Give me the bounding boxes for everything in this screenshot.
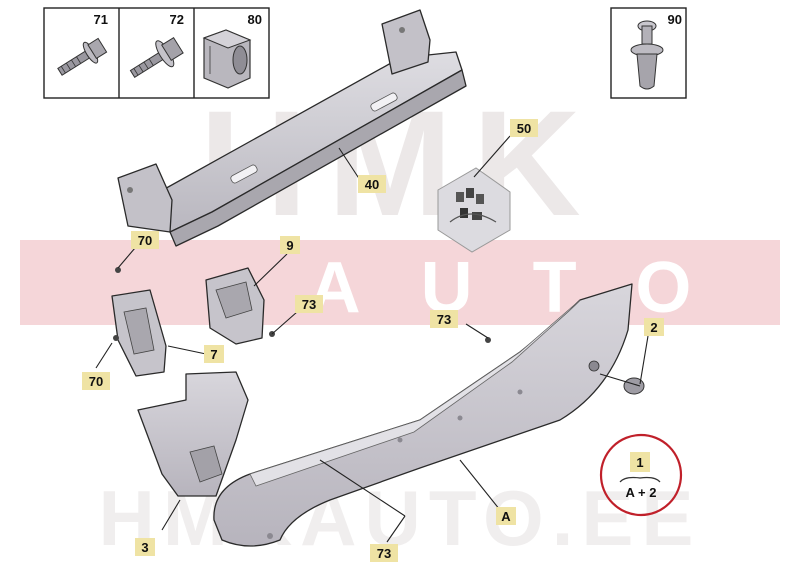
assembly-highlight[interactable]: 1 A + 2 xyxy=(599,433,683,517)
bumper-plug[interactable] xyxy=(623,377,645,395)
callout-a[interactable]: A xyxy=(496,507,516,525)
leader-lines xyxy=(95,135,649,543)
callout-40-text: 40 xyxy=(365,177,379,192)
bolt-icon xyxy=(57,37,108,76)
callout-70-top-text: 70 xyxy=(138,233,152,248)
callout-73-bottom[interactable]: 73 xyxy=(370,544,398,562)
callout-73-bracket[interactable]: 73 xyxy=(295,295,323,313)
callout-labels: 40 50 70 9 73 73 7 70 xyxy=(82,119,664,562)
callout-70-bottom[interactable]: 70 xyxy=(82,372,110,390)
callout-7-text: 7 xyxy=(210,347,217,362)
callout-3[interactable]: 3 xyxy=(135,538,155,556)
highlight-circle xyxy=(599,433,683,517)
fastener-panel: 71 72 xyxy=(43,7,687,99)
cage-nut-icon xyxy=(202,29,252,89)
callout-3-text: 3 xyxy=(141,540,148,555)
push-clip-icon xyxy=(630,20,664,90)
washer-bolt-icon xyxy=(129,36,184,78)
crossmember-beam[interactable] xyxy=(117,9,467,247)
connector-icon xyxy=(449,188,497,223)
highlight-formula: A + 2 xyxy=(626,485,657,500)
callout-9-text: 9 xyxy=(286,238,293,253)
callout-7[interactable]: 7 xyxy=(204,345,224,363)
callout-40[interactable]: 40 xyxy=(358,175,386,193)
callout-73-bracket-text: 73 xyxy=(302,297,316,312)
callout-9[interactable]: 9 xyxy=(280,236,300,254)
callout-70-bottom-text: 70 xyxy=(89,374,103,389)
fastener-frame-90 xyxy=(610,7,687,99)
callout-73-bottom-text: 73 xyxy=(377,546,391,561)
highlight-number: 1 xyxy=(636,455,643,470)
fastener-frame xyxy=(43,7,270,99)
rivet-icon xyxy=(113,335,119,341)
rivet-icon xyxy=(485,337,491,343)
callout-a-text: A xyxy=(501,509,511,524)
label-90: 90 xyxy=(668,12,682,27)
bolt-71[interactable]: 71 xyxy=(54,12,109,82)
callout-50-text: 50 xyxy=(517,121,531,136)
watermark-auto: AUTO xyxy=(309,248,752,328)
label-71: 71 xyxy=(94,12,108,27)
highlight-number-box xyxy=(630,452,650,472)
rear-bumper[interactable] xyxy=(213,283,633,547)
callout-2[interactable]: 2 xyxy=(644,318,664,336)
label-80: 80 xyxy=(248,12,262,27)
callout-50[interactable]: 50 xyxy=(510,119,538,137)
side-cover[interactable] xyxy=(137,371,249,497)
upper-bracket[interactable] xyxy=(205,267,265,345)
callout-73-top-text: 73 xyxy=(437,312,451,327)
clip-90[interactable]: 90 xyxy=(630,12,682,90)
label-72: 72 xyxy=(170,12,184,27)
rivet-icon xyxy=(115,267,121,273)
callout-73-top[interactable]: 73 xyxy=(430,310,458,328)
callout-70-top[interactable]: 70 xyxy=(131,231,159,249)
wiring-kit-box[interactable] xyxy=(437,167,511,253)
nut-80[interactable]: 80 xyxy=(202,12,262,89)
bolt-72[interactable]: 72 xyxy=(125,12,187,87)
highlight-brace xyxy=(619,476,661,483)
callout-2-text: 2 xyxy=(650,320,657,335)
